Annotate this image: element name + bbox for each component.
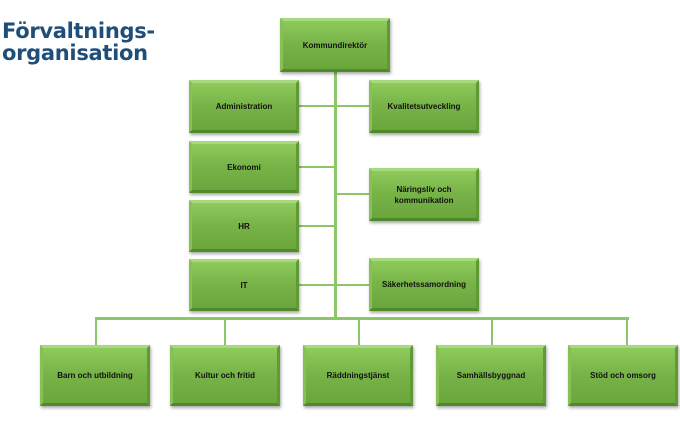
title-line-2: organisation bbox=[2, 41, 148, 65]
node-sakerhetssamordning: Säkerhetssamordning bbox=[369, 258, 479, 311]
node-kultur-och-fritid: Kultur och fritid bbox=[170, 345, 280, 406]
page-title: Förvaltnings- organisation bbox=[2, 20, 155, 64]
connector bbox=[298, 105, 335, 107]
node-kvalitetsutveckling: Kvalitetsutveckling bbox=[369, 80, 479, 133]
connector bbox=[626, 317, 628, 345]
node-barn-och-utbildning: Barn och utbildning bbox=[40, 345, 150, 406]
connector bbox=[358, 317, 360, 345]
connector bbox=[336, 193, 370, 195]
connector bbox=[95, 317, 97, 345]
node-stod-och-omsorg: Stöd och omsorg bbox=[568, 345, 678, 406]
connector bbox=[491, 317, 493, 345]
node-kommundirektor: Kommundirektör bbox=[280, 18, 390, 72]
connector bbox=[336, 284, 370, 286]
node-hr: HR bbox=[189, 200, 299, 252]
connector bbox=[224, 317, 226, 345]
node-naringsliv: Näringsliv och kommunikation bbox=[369, 168, 479, 221]
connector bbox=[298, 225, 335, 227]
node-ekonomi: Ekonomi bbox=[189, 141, 299, 193]
node-administration: Administration bbox=[189, 80, 299, 133]
trunk-line bbox=[334, 72, 337, 320]
node-samhallsbyggnad: Samhällsbyggnad bbox=[436, 345, 546, 406]
connector bbox=[336, 105, 370, 107]
node-raddningstjanst: Räddningstjänst bbox=[303, 345, 413, 406]
title-line-1: Förvaltnings- bbox=[2, 19, 155, 43]
node-it: IT bbox=[189, 259, 299, 311]
connector bbox=[298, 284, 335, 286]
bottom-bus-line bbox=[95, 317, 629, 320]
connector bbox=[298, 166, 335, 168]
